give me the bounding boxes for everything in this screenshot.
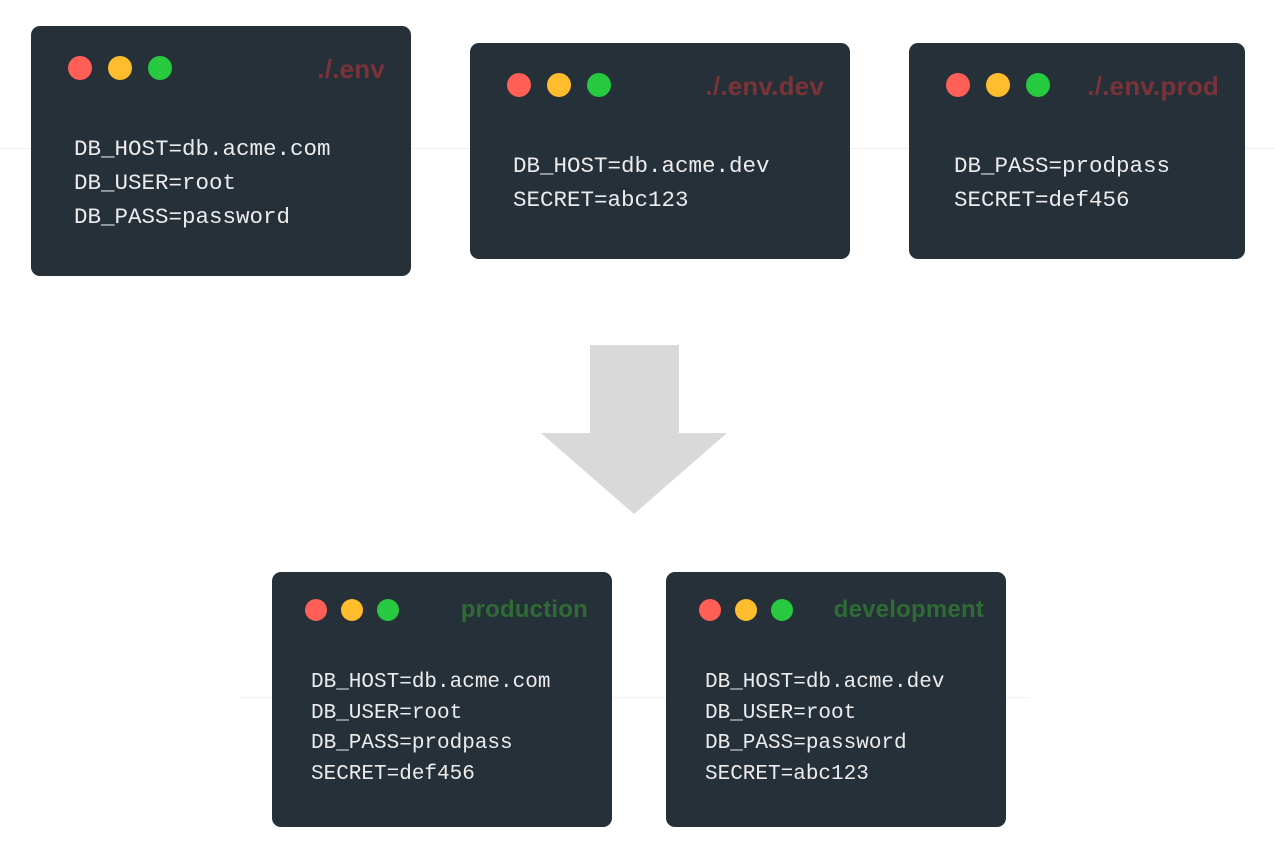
env-line: DB_HOST=db.acme.dev	[513, 153, 770, 179]
window-title: ./.env	[317, 54, 385, 84]
window-env-dev: ./.env.dev DB_HOST=db.acme.dev SECRET=ab…	[470, 43, 850, 259]
minimize-dot-icon	[547, 73, 571, 97]
env-lines: DB_PASS=prodpass SECRET=def456	[954, 149, 1170, 217]
minimize-dot-icon	[108, 56, 132, 80]
env-line: DB_PASS=prodpass	[311, 732, 513, 755]
close-dot-icon	[305, 599, 327, 621]
guide-line-bottom	[240, 697, 1030, 698]
env-line: DB_USER=root	[311, 701, 463, 725]
minimize-dot-icon	[735, 599, 757, 621]
window-development: development DB_HOST=db.acme.dev DB_USER=…	[666, 572, 1006, 827]
env-lines: DB_HOST=db.acme.dev DB_USER=root DB_PASS…	[705, 668, 944, 790]
env-line: SECRET=def456	[311, 762, 475, 786]
maximize-dot-icon	[1026, 73, 1050, 97]
maximize-dot-icon	[148, 56, 172, 80]
window-title: ./.env.prod	[1087, 71, 1219, 101]
merge-arrow-icon	[541, 345, 727, 514]
maximize-dot-icon	[587, 73, 611, 97]
env-line: DB_PASS=prodpass	[954, 153, 1171, 179]
minimize-dot-icon	[341, 599, 363, 621]
env-line: DB_PASS=password	[705, 732, 907, 755]
close-dot-icon	[699, 599, 721, 621]
window-env-prod: ./.env.prod DB_PASS=prodpass SECRET=def4…	[909, 43, 1245, 259]
window-controls	[507, 73, 611, 97]
maximize-dot-icon	[377, 599, 399, 621]
env-line: SECRET=abc123	[705, 762, 869, 786]
window-controls	[68, 56, 172, 80]
window-controls	[699, 599, 793, 621]
env-lines: DB_HOST=db.acme.dev SECRET=abc123	[513, 149, 770, 217]
window-production: production DB_HOST=db.acme.com DB_USER=r…	[272, 572, 612, 827]
env-line: DB_USER=root	[705, 701, 857, 725]
env-line: DB_USER=root	[74, 170, 237, 196]
env-line: DB_PASS=password	[74, 204, 291, 230]
close-dot-icon	[507, 73, 531, 97]
window-title: ./.env.dev	[705, 71, 824, 101]
env-line: DB_HOST=db.acme.com	[74, 136, 331, 162]
merge-arrow-shape	[541, 345, 727, 514]
env-line: SECRET=abc123	[513, 187, 689, 213]
env-lines: DB_HOST=db.acme.com DB_USER=root DB_PASS…	[74, 132, 331, 234]
env-line: DB_HOST=db.acme.com	[311, 671, 551, 694]
window-controls	[946, 73, 1050, 97]
close-dot-icon	[68, 56, 92, 80]
close-dot-icon	[946, 73, 970, 97]
maximize-dot-icon	[771, 599, 793, 621]
env-line: SECRET=def456	[954, 187, 1130, 213]
minimize-dot-icon	[986, 73, 1010, 97]
window-title: production	[460, 596, 588, 623]
env-lines: DB_HOST=db.acme.com DB_USER=root DB_PASS…	[311, 668, 550, 790]
window-controls	[305, 599, 399, 621]
env-line: DB_HOST=db.acme.dev	[705, 671, 945, 694]
window-env: ./.env DB_HOST=db.acme.com DB_USER=root …	[31, 26, 411, 276]
window-title: development	[833, 596, 984, 623]
